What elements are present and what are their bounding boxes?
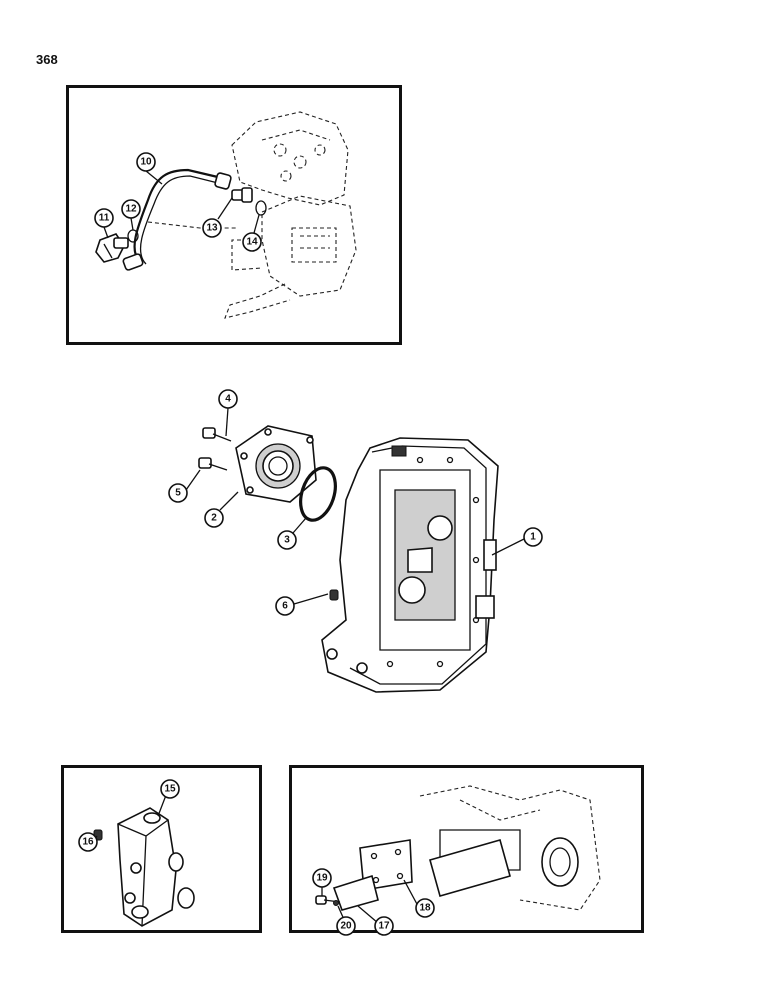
callout-6: 6 <box>275 596 295 616</box>
svg-text:16: 16 <box>82 837 94 848</box>
callout-4: 4 <box>218 389 238 409</box>
svg-text:13: 13 <box>206 223 218 234</box>
svg-text:19: 19 <box>316 873 328 884</box>
svg-text:5: 5 <box>175 488 181 499</box>
svg-text:1: 1 <box>530 532 536 543</box>
callout-15: 15 <box>160 779 180 799</box>
callout-20: 20 <box>336 916 356 936</box>
pump-housing-outline <box>224 111 357 319</box>
svg-text:20: 20 <box>340 921 352 932</box>
callout-14: 14 <box>242 232 262 252</box>
callout-5: 5 <box>168 483 188 503</box>
callout-18: 18 <box>415 898 435 918</box>
o-ring-14 <box>255 200 267 216</box>
svg-text:14: 14 <box>246 237 258 248</box>
svg-text:3: 3 <box>284 535 290 546</box>
page-number: 368 <box>36 52 58 67</box>
frame-outline <box>419 785 601 911</box>
svg-text:15: 15 <box>164 784 176 795</box>
callout-13: 13 <box>202 218 222 238</box>
callout-2: 2 <box>204 508 224 528</box>
hydraulic-tube <box>122 168 236 271</box>
callout-10: 10 <box>136 152 156 172</box>
svg-text:4: 4 <box>225 394 231 405</box>
svg-text:17: 17 <box>378 921 390 932</box>
shim-17 <box>332 874 379 911</box>
callout-1: 1 <box>523 527 543 547</box>
callout-16: 16 <box>78 832 98 852</box>
callout-11: 11 <box>94 208 114 228</box>
bolt-5 <box>198 457 228 471</box>
inset-panel-tube-fittings <box>66 85 402 345</box>
plug-6 <box>329 589 339 601</box>
leader-lines <box>93 170 525 925</box>
svg-text:11: 11 <box>99 213 110 224</box>
svg-text:18: 18 <box>419 903 431 914</box>
cover-plate-2 <box>235 425 317 503</box>
callout-12: 12 <box>121 199 141 219</box>
svg-text:2: 2 <box>211 513 217 524</box>
o-ring-3 <box>299 466 337 522</box>
elbow-fitting <box>95 233 129 263</box>
svg-text:10: 10 <box>140 157 152 168</box>
washer-20 <box>333 900 339 906</box>
callout-17: 17 <box>374 916 394 936</box>
callout-3: 3 <box>277 530 297 550</box>
svg-text:12: 12 <box>125 204 137 215</box>
bolt-4 <box>202 427 232 442</box>
housing-1 <box>321 437 499 693</box>
valve-body-15 <box>117 807 195 927</box>
connector-13 <box>231 187 253 203</box>
callout-19: 19 <box>312 868 332 888</box>
svg-text:6: 6 <box>282 601 288 612</box>
